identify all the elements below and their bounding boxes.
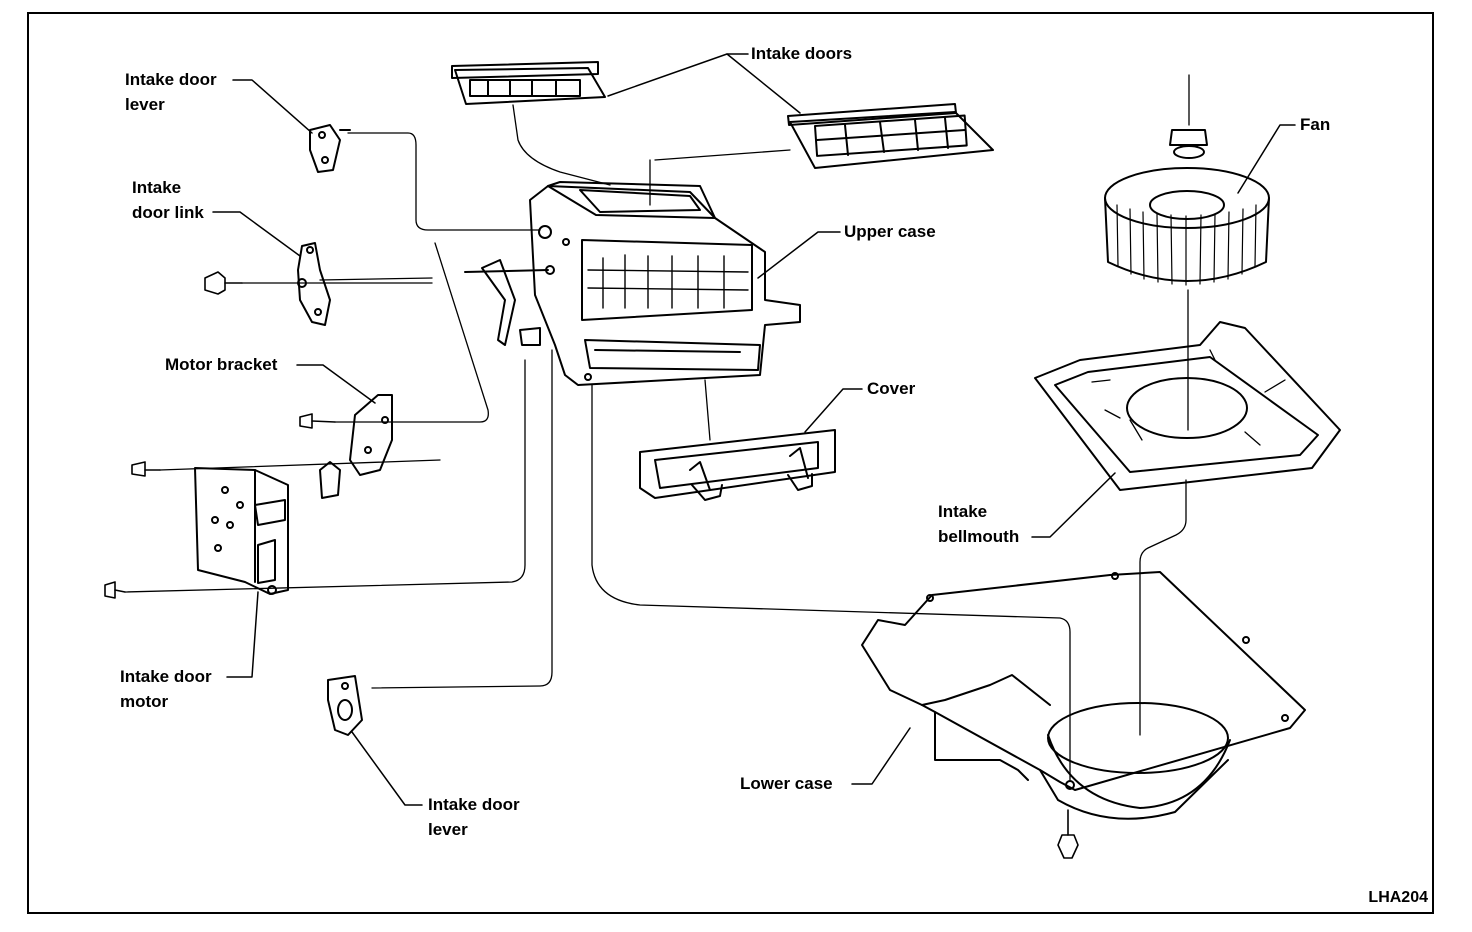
figure-code: LHA204	[1368, 889, 1428, 906]
intake-door-lever-top	[309, 124, 351, 173]
label-intake-door-lever-bottom: Intake door lever	[428, 792, 520, 842]
label-intake-doors: Intake doors	[751, 44, 853, 63]
label-line: motor	[120, 692, 169, 711]
screws	[104, 271, 1079, 859]
upper-case	[464, 181, 801, 386]
label-intake-bellmouth: Intake bellmouth	[938, 499, 1019, 549]
intake-door-motor	[194, 467, 289, 595]
intake-door-lever-bottom	[327, 675, 363, 736]
intake-door-upper	[451, 61, 606, 105]
label-motor-bracket: Motor bracket	[165, 355, 278, 374]
label-line: lever	[125, 95, 165, 114]
leader-lines	[212, 53, 1296, 806]
motor-bracket	[319, 394, 393, 499]
label-fan: Fan	[1300, 115, 1331, 134]
label-line: Intake	[132, 178, 182, 197]
intake-bellmouth	[1034, 321, 1341, 491]
label-intake-door-lever-top: Intake door lever	[125, 67, 217, 117]
label-intake-door-motor: Intake door motor	[120, 664, 212, 714]
cover	[639, 429, 836, 501]
label-line: door link	[132, 203, 204, 222]
figure-frame	[27, 12, 1434, 914]
label-cover: Cover	[867, 379, 916, 398]
fan	[1104, 129, 1270, 286]
label-lower-case: Lower case	[740, 774, 833, 793]
label-intake-door-link: Intake door link	[132, 175, 204, 225]
label-line: Intake door	[120, 667, 212, 686]
label-line: Intake door	[125, 70, 217, 89]
label-line: Intake	[938, 502, 988, 521]
label-upper-case: Upper case	[844, 222, 936, 241]
label-line: lever	[428, 820, 468, 839]
label-line: Intake door	[428, 795, 520, 814]
assembly-guides	[124, 74, 1190, 781]
label-line: bellmouth	[938, 527, 1020, 546]
intake-door-lower	[787, 103, 994, 169]
intake-door-link	[297, 242, 331, 326]
lower-case	[861, 571, 1306, 820]
